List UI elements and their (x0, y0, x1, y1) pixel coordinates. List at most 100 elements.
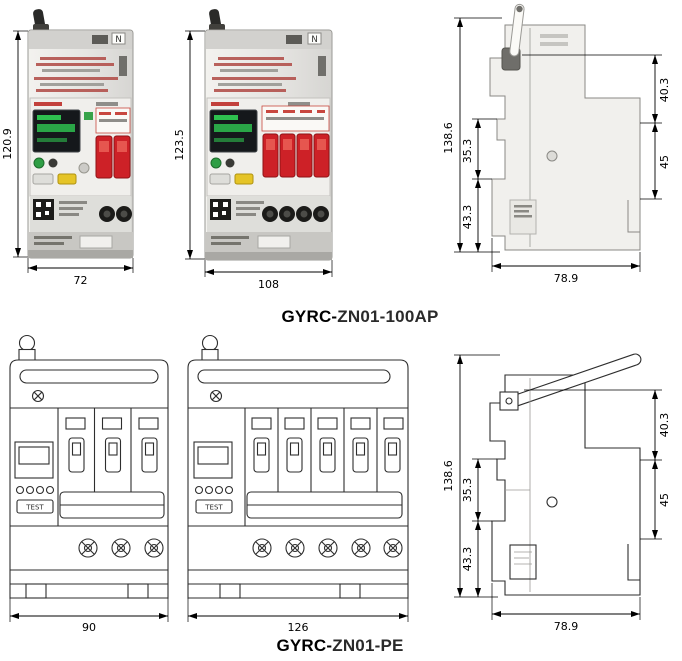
indicator-dot (45, 485, 55, 495)
product-title-100ap: GYRC-ZN01-100AP (250, 307, 470, 327)
test-label: TEST (25, 504, 44, 512)
top-slot (197, 369, 391, 384)
view-front-4p-100ap: N (173, 9, 333, 291)
indicator-dot (204, 485, 214, 495)
dimension-width: 108 (204, 260, 333, 291)
screw (209, 389, 223, 403)
reset-button[interactable] (225, 158, 235, 168)
dim-label-lower-left: 35.3 (461, 478, 474, 503)
device-body (187, 359, 409, 599)
side-sticker (509, 544, 537, 580)
dimension-depth: 78.9 (491, 583, 641, 633)
indicator-dot (214, 485, 224, 495)
neutral-label: N (115, 35, 121, 45)
dimension-right: 40.3 45 (524, 389, 671, 540)
indicator-dot (35, 485, 45, 495)
brand-mark (34, 102, 62, 106)
vent-slot (318, 56, 326, 76)
screw (31, 389, 45, 403)
dimension-height: 123.5 (173, 30, 205, 260)
power-led (210, 157, 222, 169)
device-outline-3p: TEST (9, 334, 169, 599)
test-button[interactable] (195, 499, 233, 514)
title-model: ZN01-100AP (337, 307, 439, 326)
dimension-width: 126 (187, 598, 409, 634)
neutral-box (111, 32, 126, 45)
ring-base (18, 348, 36, 362)
foot (219, 583, 241, 599)
terminal-knobs (262, 206, 329, 222)
ring-base (201, 348, 219, 362)
dim-label-bottom-left: 43.3 (461, 205, 474, 230)
pivot (546, 496, 558, 508)
foot (127, 583, 149, 599)
device-body (489, 374, 641, 596)
side-device (489, 3, 641, 251)
device-front-2p: N (27, 9, 134, 259)
view-side-100ap: 138.6 35.3 43.3 40.3 45 78.9 (442, 3, 671, 285)
test-button[interactable] (234, 173, 254, 185)
title-model: ZN01-PE (332, 636, 404, 655)
lifting-ring (18, 334, 36, 352)
pole-window (65, 417, 86, 430)
dim-label-top-right: 40.3 (658, 78, 671, 103)
terminal-screws (78, 538, 164, 558)
dim-label-height: 120.9 (1, 128, 14, 160)
antenna-joint (499, 391, 519, 411)
foot (25, 583, 47, 599)
pole-window (251, 417, 272, 430)
lcd-display (14, 441, 54, 479)
dim-label-mid-right: 45 (658, 155, 671, 169)
dim-label-total-height: 138.6 (442, 460, 455, 492)
view-side-pe: 138.6 35.3 43.3 40.3 45 78.9 (442, 353, 671, 633)
dim-label-depth: 78.9 (554, 620, 579, 633)
pole-window (284, 417, 305, 430)
rating-label (257, 235, 291, 249)
warning-text-block (34, 57, 118, 92)
vent-slot (119, 56, 127, 76)
dimension-height: 120.9 (1, 30, 28, 258)
test-label: TEST (204, 504, 223, 512)
dimension-total-height: 138.6 (442, 17, 502, 253)
din-rail-clip (627, 544, 640, 581)
test-button[interactable] (57, 173, 77, 185)
terminal-screws (252, 538, 403, 558)
round-button[interactable] (78, 162, 90, 174)
function-button[interactable] (209, 173, 231, 185)
dimension-depth: 78.9 (491, 238, 641, 285)
dimension-width: 90 (9, 598, 169, 634)
product-title-pe: GYRC-ZN01-PE (230, 636, 450, 656)
device-front-4p: N (204, 9, 333, 261)
warning-text-block (212, 57, 296, 92)
dim-label-mid-right: 45 (658, 493, 671, 507)
brand-mark (211, 102, 239, 106)
lcd-display (193, 441, 233, 479)
indicator-dot (194, 485, 204, 495)
device-body (9, 359, 169, 599)
din-rail-clip (627, 200, 640, 233)
qr-code (210, 199, 231, 220)
pivot (546, 150, 558, 162)
indicator-dot (25, 485, 35, 495)
pole-window (138, 417, 159, 430)
pole-window (383, 417, 404, 430)
function-button[interactable] (32, 173, 54, 185)
neutral-box (307, 32, 322, 45)
pole-window (317, 417, 338, 430)
dimension-right: 40.3 45 (522, 54, 671, 200)
dim-label-bottom-left: 43.3 (461, 547, 474, 572)
top-label-dark (92, 35, 108, 44)
reset-button[interactable] (48, 158, 58, 168)
dim-label-total-height: 138.6 (442, 122, 455, 154)
indicator-dot (224, 485, 234, 495)
dim-label-top-right: 40.3 (658, 413, 671, 438)
test-button[interactable] (16, 499, 54, 514)
rating-label (79, 235, 113, 249)
indicator-dot (15, 485, 25, 495)
power-led (33, 157, 45, 169)
foot (339, 583, 361, 599)
antenna (509, 3, 525, 57)
side-device-outline (489, 353, 642, 596)
view-front-2p-100ap: N (1, 9, 134, 287)
